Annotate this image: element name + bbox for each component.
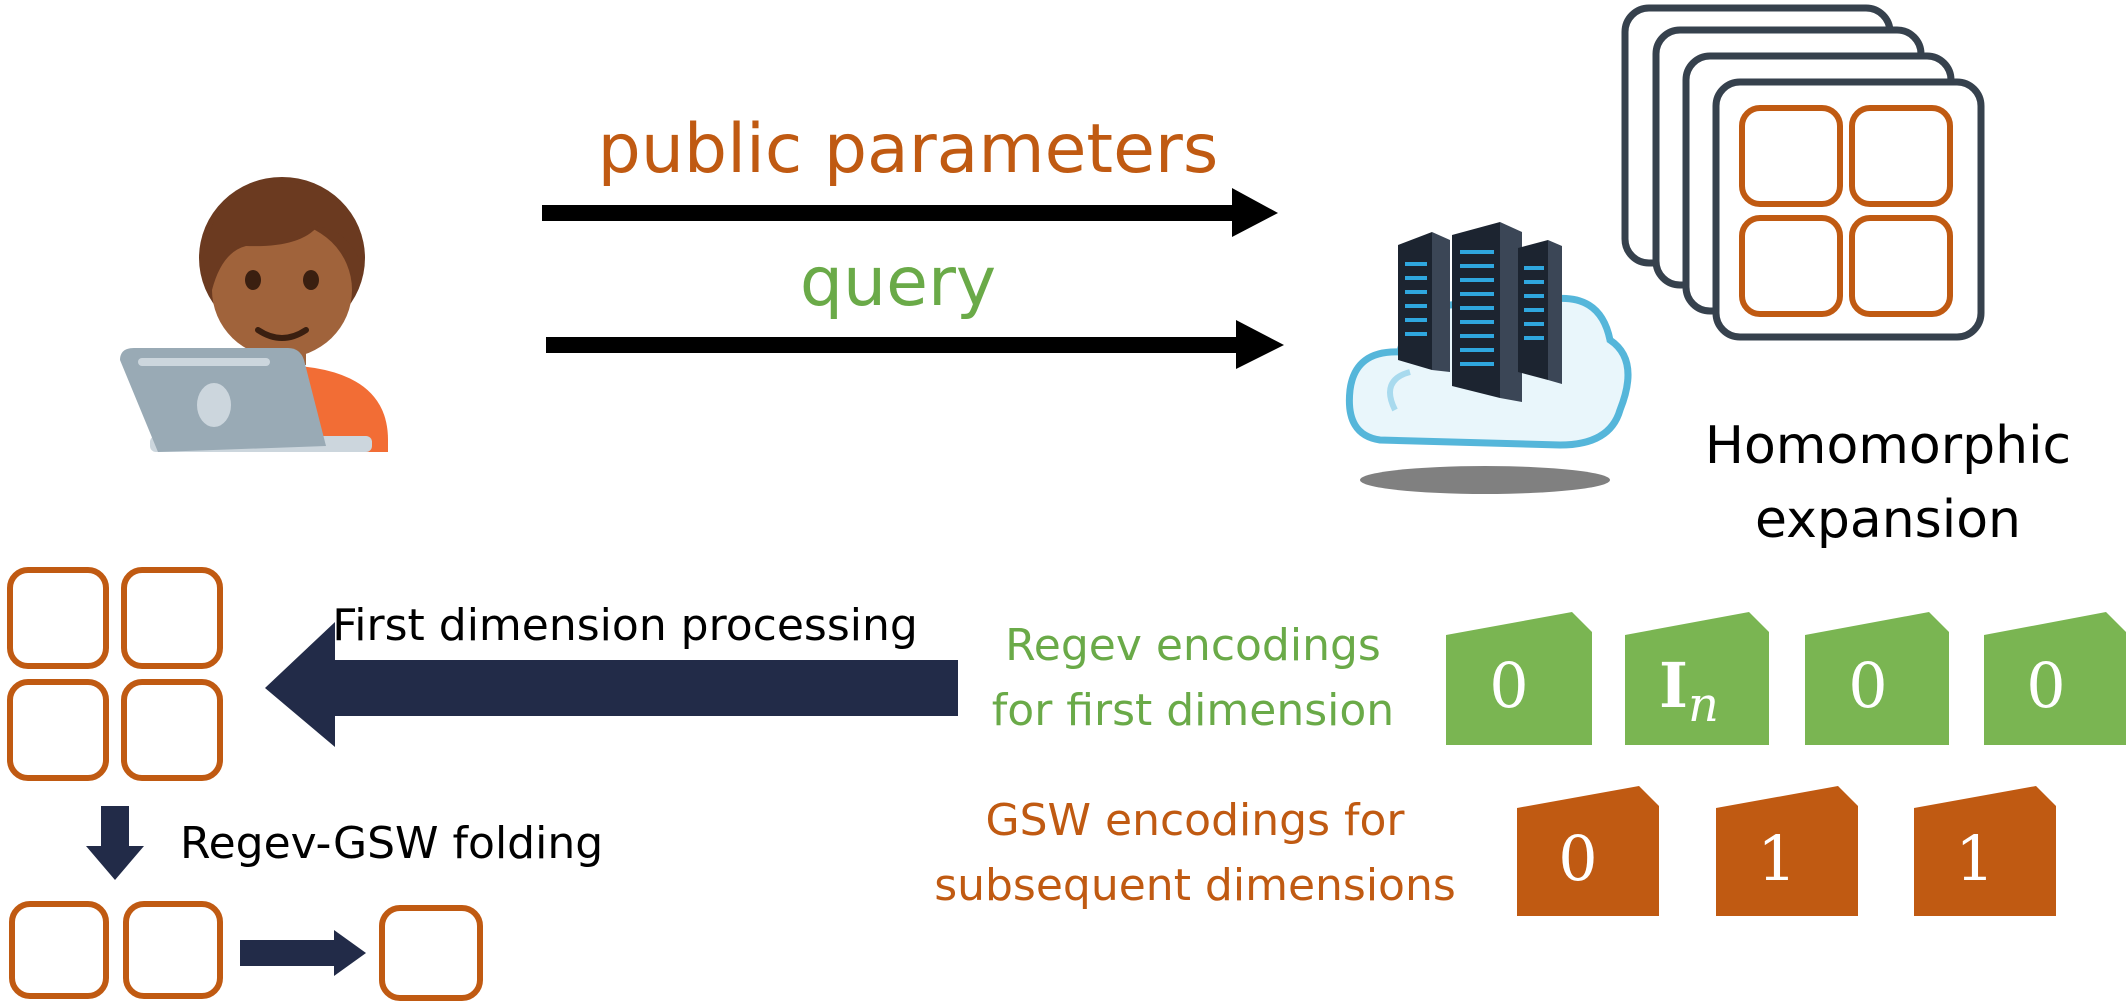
expansion-label: expansion [1755,490,2021,550]
query-label: query [800,243,996,322]
public-parameters-label: public parameters [598,110,1219,189]
regev-tile-value: 0 [2026,649,2065,722]
first-dimension-arrow [265,622,958,747]
expanded-database-grid [1739,105,1953,317]
person-with-laptop-icon [120,177,388,452]
regev-tile-1: In [1625,612,1769,745]
gsw-encodings-label-line2: subsequent dimensions [934,860,1456,911]
first-dimension-label: First dimension processing [332,600,918,651]
regev-tile-value: In [1659,649,1719,733]
gsw-tile-value: 1 [1955,822,1994,895]
regev-tile-2: 0 [1805,612,1949,745]
regev-tile-value: 0 [1489,649,1528,722]
database-grid [7,567,223,781]
query-arrow [546,320,1284,369]
public-parameters-arrow [542,188,1278,237]
folding-label: Regev-GSW folding [180,818,603,869]
gsw-tile-2: 1 [1914,786,2056,916]
homomorphic-label: Homomorphic [1705,416,2071,476]
gsw-tile-0: 0 [1517,786,1659,916]
regev-tile-value: 0 [1848,649,1887,722]
final-fold-arrow [240,930,366,976]
gsw-encodings-label-line1: GSW encodings for [986,795,1406,846]
folding-down-arrow [86,806,144,880]
folded-grid [9,901,483,1001]
regev-tile-0: 0 [1446,612,1592,745]
expanded-database-deck [1621,4,1985,341]
regev-encodings-label-line2: for first dimension [992,685,1394,736]
regev-tile-3: 0 [1984,612,2126,745]
regev-encodings-label-line1: Regev encodings [1005,620,1381,671]
cloud-server-icon [1345,222,1632,494]
gsw-tile-1: 1 [1716,786,1858,916]
gsw-tile-value: 0 [1558,822,1597,895]
gsw-tile-value: 1 [1757,822,1796,895]
